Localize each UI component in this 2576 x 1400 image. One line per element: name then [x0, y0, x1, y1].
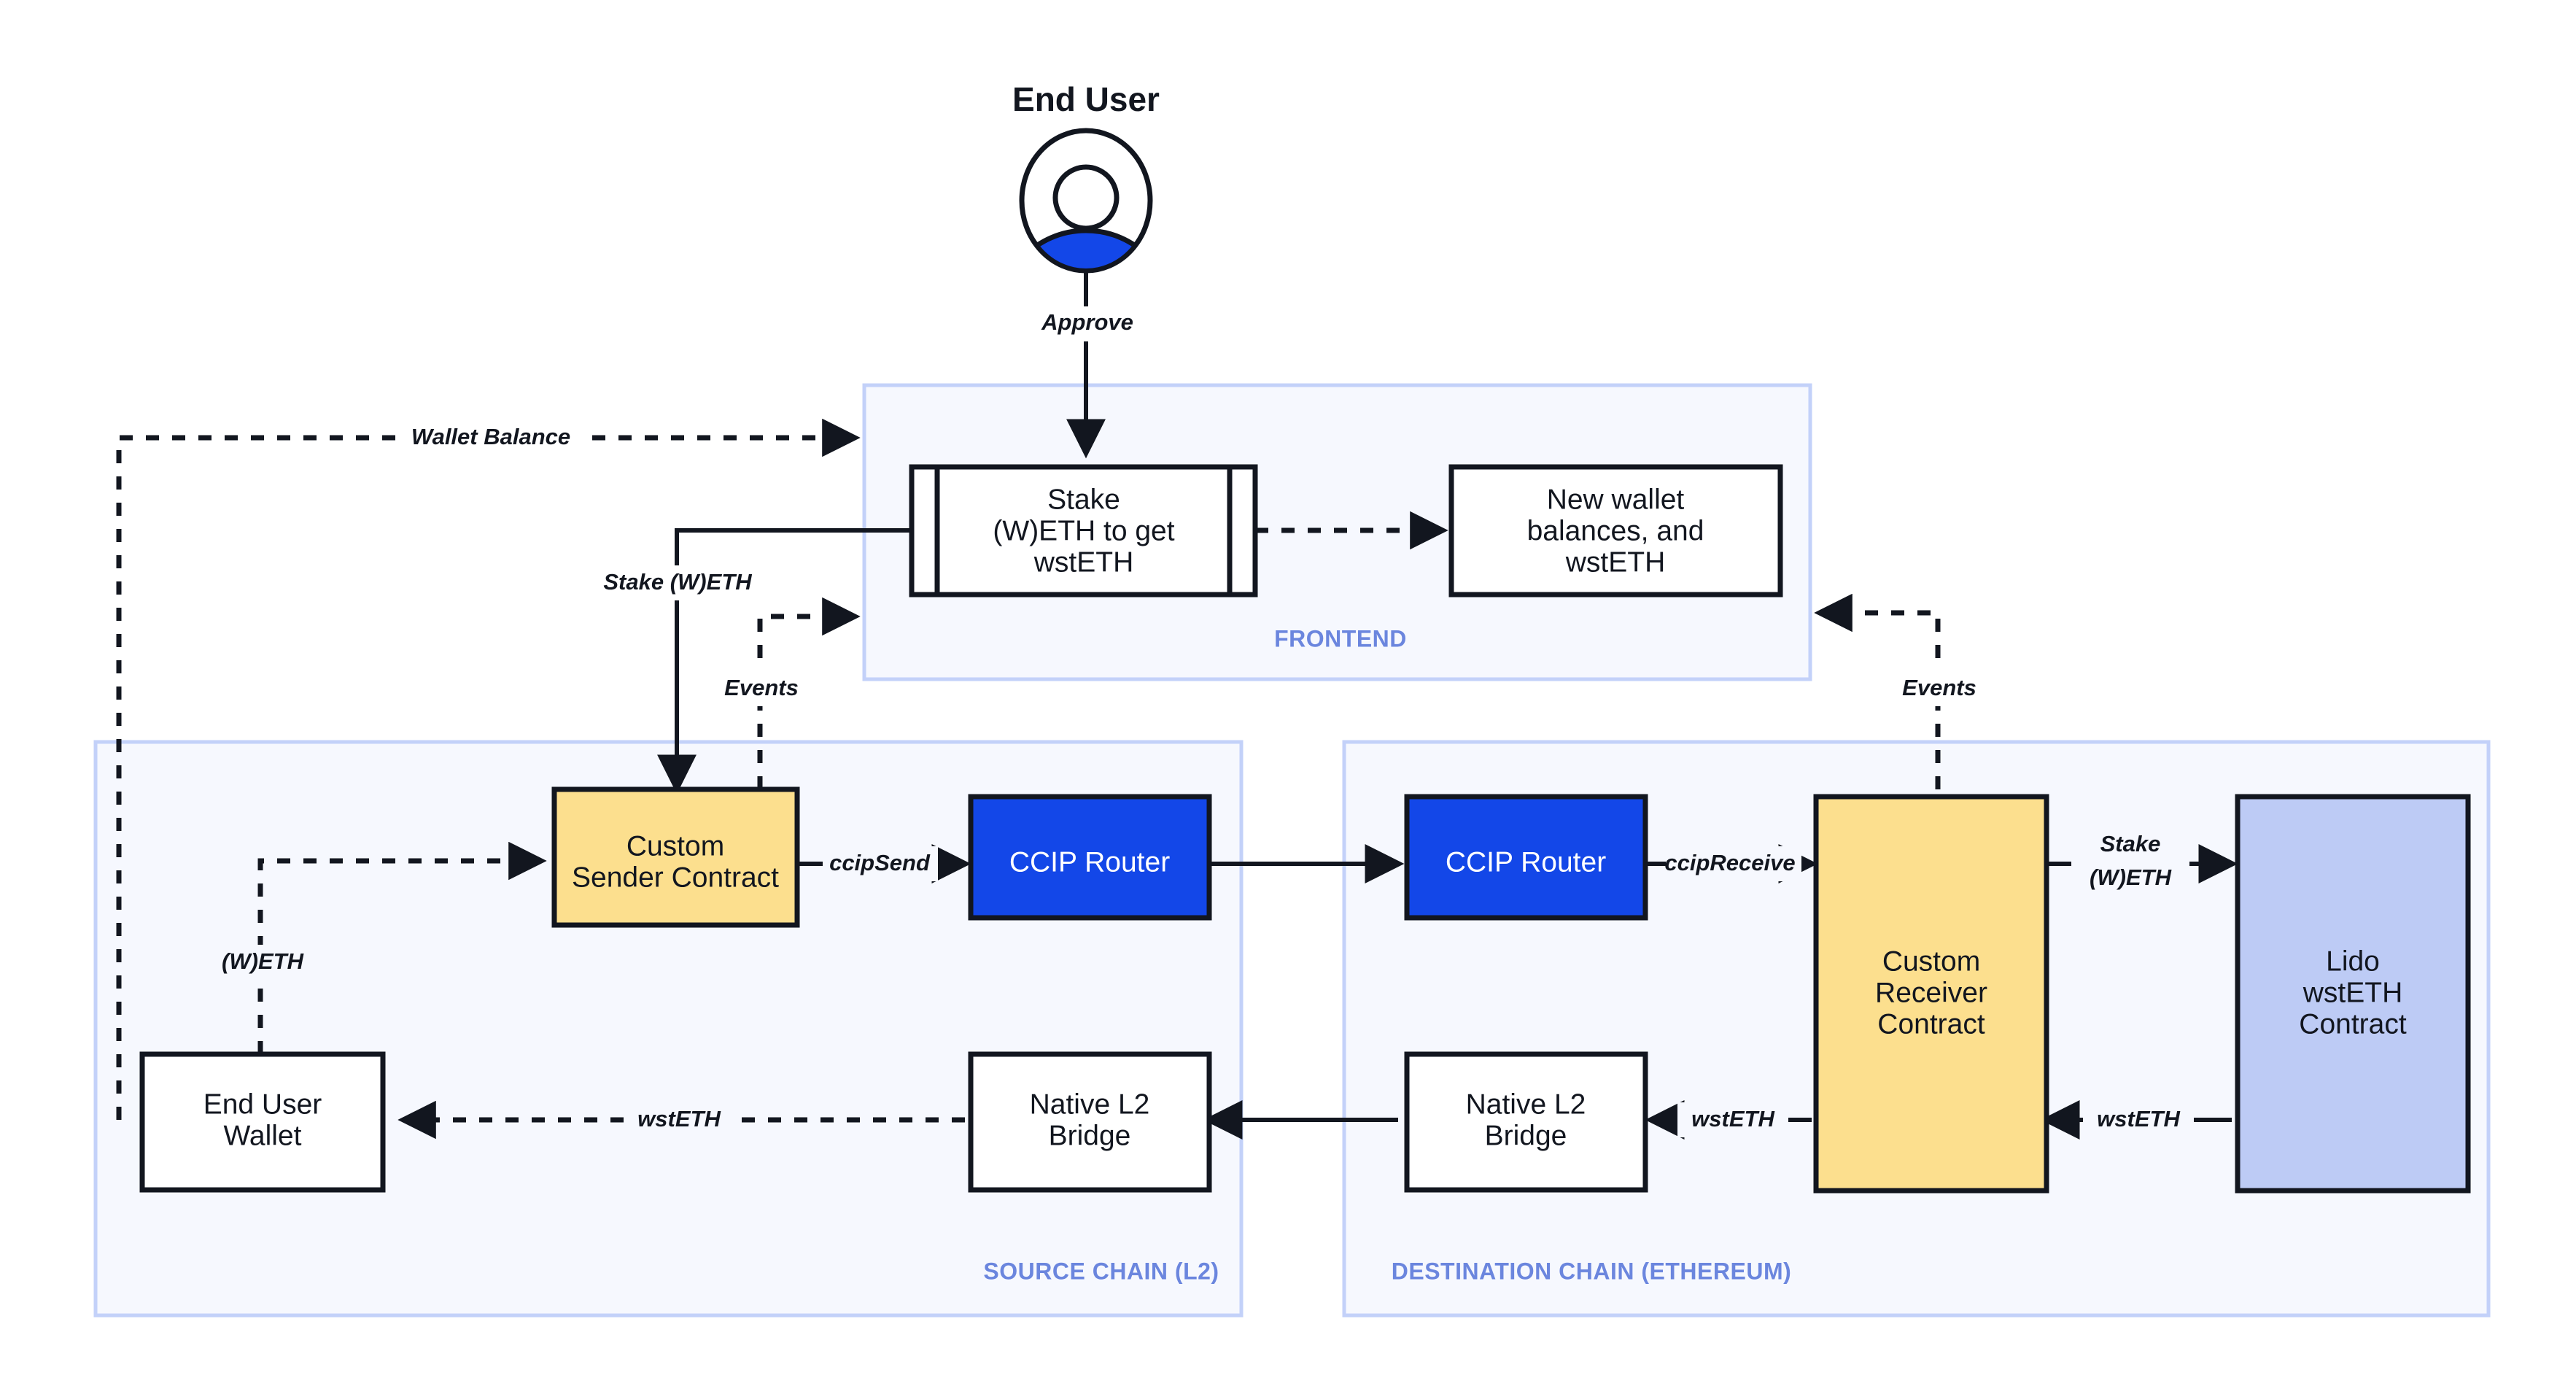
zone-destination-chain-label: DESTINATION CHAIN (ETHEREUM): [1392, 1258, 1792, 1284]
edge-ccip-receive: ccipReceive: [1647, 844, 1818, 883]
edge-stake-weth-left-label-bg: [597, 565, 759, 600]
node-ccip-router-dest-rect[interactable]: [1404, 794, 1648, 921]
edge-events-left-label-bg: [704, 671, 819, 706]
edge-wallet-balance-label-bg: [400, 419, 582, 456]
node-ccip-router-source-label: CCIP Router: [1009, 846, 1170, 878]
edge-approve-label-bg: [1028, 306, 1147, 341]
node-end-user-wallet-line2: Wallet: [224, 1120, 302, 1151]
edge-wsteth-lido-to-receiver-label-bg: [2083, 1102, 2194, 1137]
edge-events-left-label: Events: [724, 675, 799, 700]
edge-weth-transfer-label: (W)ETH: [222, 948, 304, 974]
edge-weth-transfer-line: [257, 841, 547, 1054]
node-custom-sender-contract-rect[interactable]: [551, 786, 800, 928]
node-end-user-wallet-rect[interactable]: [139, 1051, 386, 1193]
node-lido-wsteth-contract-line1: Lido: [2326, 945, 2380, 977]
node-custom-receiver-contract-line1: Custom: [1882, 945, 1980, 977]
node-custom-receiver-contract[interactable]: Custom Receiver Contract: [1813, 794, 2049, 1194]
edge-wsteth-receiver-to-bridge: wstETH: [1645, 1100, 1812, 1140]
edge-wsteth-lido-to-receiver-label: wstETH: [2097, 1106, 2180, 1132]
node-native-l2-bridge-dest-rect[interactable]: [1404, 1051, 1648, 1193]
zone-source-chain-label: SOURCE CHAIN (L2): [983, 1258, 1219, 1284]
node-lido-wsteth-contract-line2: wstETH: [2303, 977, 2403, 1008]
node-ccip-router-source[interactable]: CCIP Router: [968, 794, 1212, 921]
node-native-l2-bridge-source-line2: Bridge: [1049, 1120, 1131, 1151]
edge-stake-weth-left-label: Stake (W)ETH: [603, 569, 752, 595]
node-native-l2-bridge-dest-line2: Bridge: [1485, 1120, 1567, 1151]
node-native-l2-bridge-dest-line1: Native L2: [1466, 1088, 1586, 1120]
edge-events-right-line: [1814, 593, 1941, 789]
actor-end-user-label: End User: [1012, 80, 1160, 118]
node-custom-sender-contract-line1: Custom: [626, 830, 724, 862]
node-lido-wsteth-contract[interactable]: Lido wstETH Contract: [2235, 794, 2471, 1194]
node-custom-sender-contract[interactable]: Custom Sender Contract: [551, 786, 800, 928]
edge-events-right-label-bg: [1882, 671, 1997, 706]
node-lido-wsteth-contract-line3: Contract: [2299, 1008, 2407, 1040]
edge-ccip-send-label-bg: [823, 846, 938, 881]
node-custom-sender-contract-line2: Sender Contract: [572, 862, 779, 893]
node-stake-form-line1: Stake: [1047, 484, 1120, 515]
node-new-balances-line3: wstETH: [1565, 546, 1666, 578]
node-new-balances[interactable]: New wallet balances, and wstETH: [1448, 464, 1783, 597]
actor-end-user: End User Approve: [1012, 80, 1160, 341]
node-end-user-wallet-line1: End User: [203, 1088, 322, 1120]
edge-ccip-send-label: ccipSend: [829, 850, 931, 875]
edge-wsteth-to-wallet-label: wstETH: [637, 1106, 721, 1132]
edge-stake-weth-left-line: [657, 528, 912, 794]
edge-stake-weth-right: Stake (W)ETH: [2042, 827, 2238, 902]
node-stake-form[interactable]: Stake (W)ETH to get wstETH: [909, 464, 1258, 597]
edge-wsteth-to-wallet-label-bg: [624, 1102, 734, 1137]
edge-events-left-line: [757, 597, 861, 789]
edge-events-left: Events: [704, 597, 861, 789]
node-new-balances-line1: New wallet: [1547, 484, 1685, 515]
edge-ccip-send: ccipSend: [797, 844, 971, 883]
edge-wsteth-receiver-to-bridge-label-bg: [1677, 1102, 1788, 1137]
node-lido-wsteth-contract-rect[interactable]: [2235, 794, 2471, 1194]
node-native-l2-bridge-source-rect[interactable]: [968, 1051, 1212, 1193]
node-native-l2-bridge-source[interactable]: Native L2 Bridge: [968, 1051, 1212, 1193]
edge-stake-weth-left: Stake (W)ETH: [597, 528, 912, 794]
node-custom-receiver-contract-rect[interactable]: [1813, 794, 2049, 1194]
edge-wsteth-receiver-to-bridge-label: wstETH: [1691, 1106, 1774, 1132]
node-stake-form-line3: wstETH: [1033, 546, 1134, 578]
edge-stake-weth-right-label-line2: (W)ETH: [2090, 865, 2172, 890]
node-stake-form-line2: (W)ETH to get: [993, 515, 1174, 546]
edge-wsteth-to-wallet: wstETH: [397, 1100, 965, 1140]
edge-events-right-label: Events: [1902, 675, 1976, 700]
edge-wallet-balance-label: Wallet Balance: [411, 424, 570, 449]
edge-approve-label: Approve: [1041, 309, 1133, 335]
node-new-balances-rect[interactable]: [1448, 464, 1783, 597]
edge-ccip-receive-label: ccipReceive: [1664, 850, 1795, 875]
node-native-l2-bridge-source-line1: Native L2: [1030, 1088, 1150, 1120]
node-stake-form-rect[interactable]: [909, 464, 1258, 597]
node-custom-receiver-contract-line3: Contract: [1877, 1008, 1985, 1040]
edge-stake-weth-right-label-line1: Stake: [2100, 831, 2161, 856]
node-ccip-router-dest[interactable]: CCIP Router: [1404, 794, 1648, 921]
edge-wsteth-lido-to-receiver: wstETH: [2040, 1100, 2232, 1140]
edge-weth-transfer-label-bg: [208, 945, 319, 980]
node-end-user-wallet[interactable]: End User Wallet: [139, 1051, 386, 1193]
edge-ccip-receive-label-bg: [1666, 846, 1801, 881]
user-avatar-icon: [1019, 128, 1153, 274]
zone-frontend-label: FRONTEND: [1274, 625, 1407, 651]
node-new-balances-line2: balances, and: [1527, 515, 1704, 546]
edge-stake-weth-right-label-bg: [2071, 827, 2189, 902]
edge-events-right: Events: [1814, 593, 1997, 789]
node-custom-receiver-contract-line2: Receiver: [1875, 977, 1987, 1008]
edge-wallet-balance: Wallet Balance: [116, 418, 861, 1120]
node-native-l2-bridge-dest[interactable]: Native L2 Bridge: [1404, 1051, 1648, 1193]
node-ccip-router-source-rect[interactable]: [968, 794, 1212, 921]
node-ccip-router-dest-label: CCIP Router: [1446, 846, 1606, 878]
edge-weth-transfer: (W)ETH: [208, 841, 547, 1054]
